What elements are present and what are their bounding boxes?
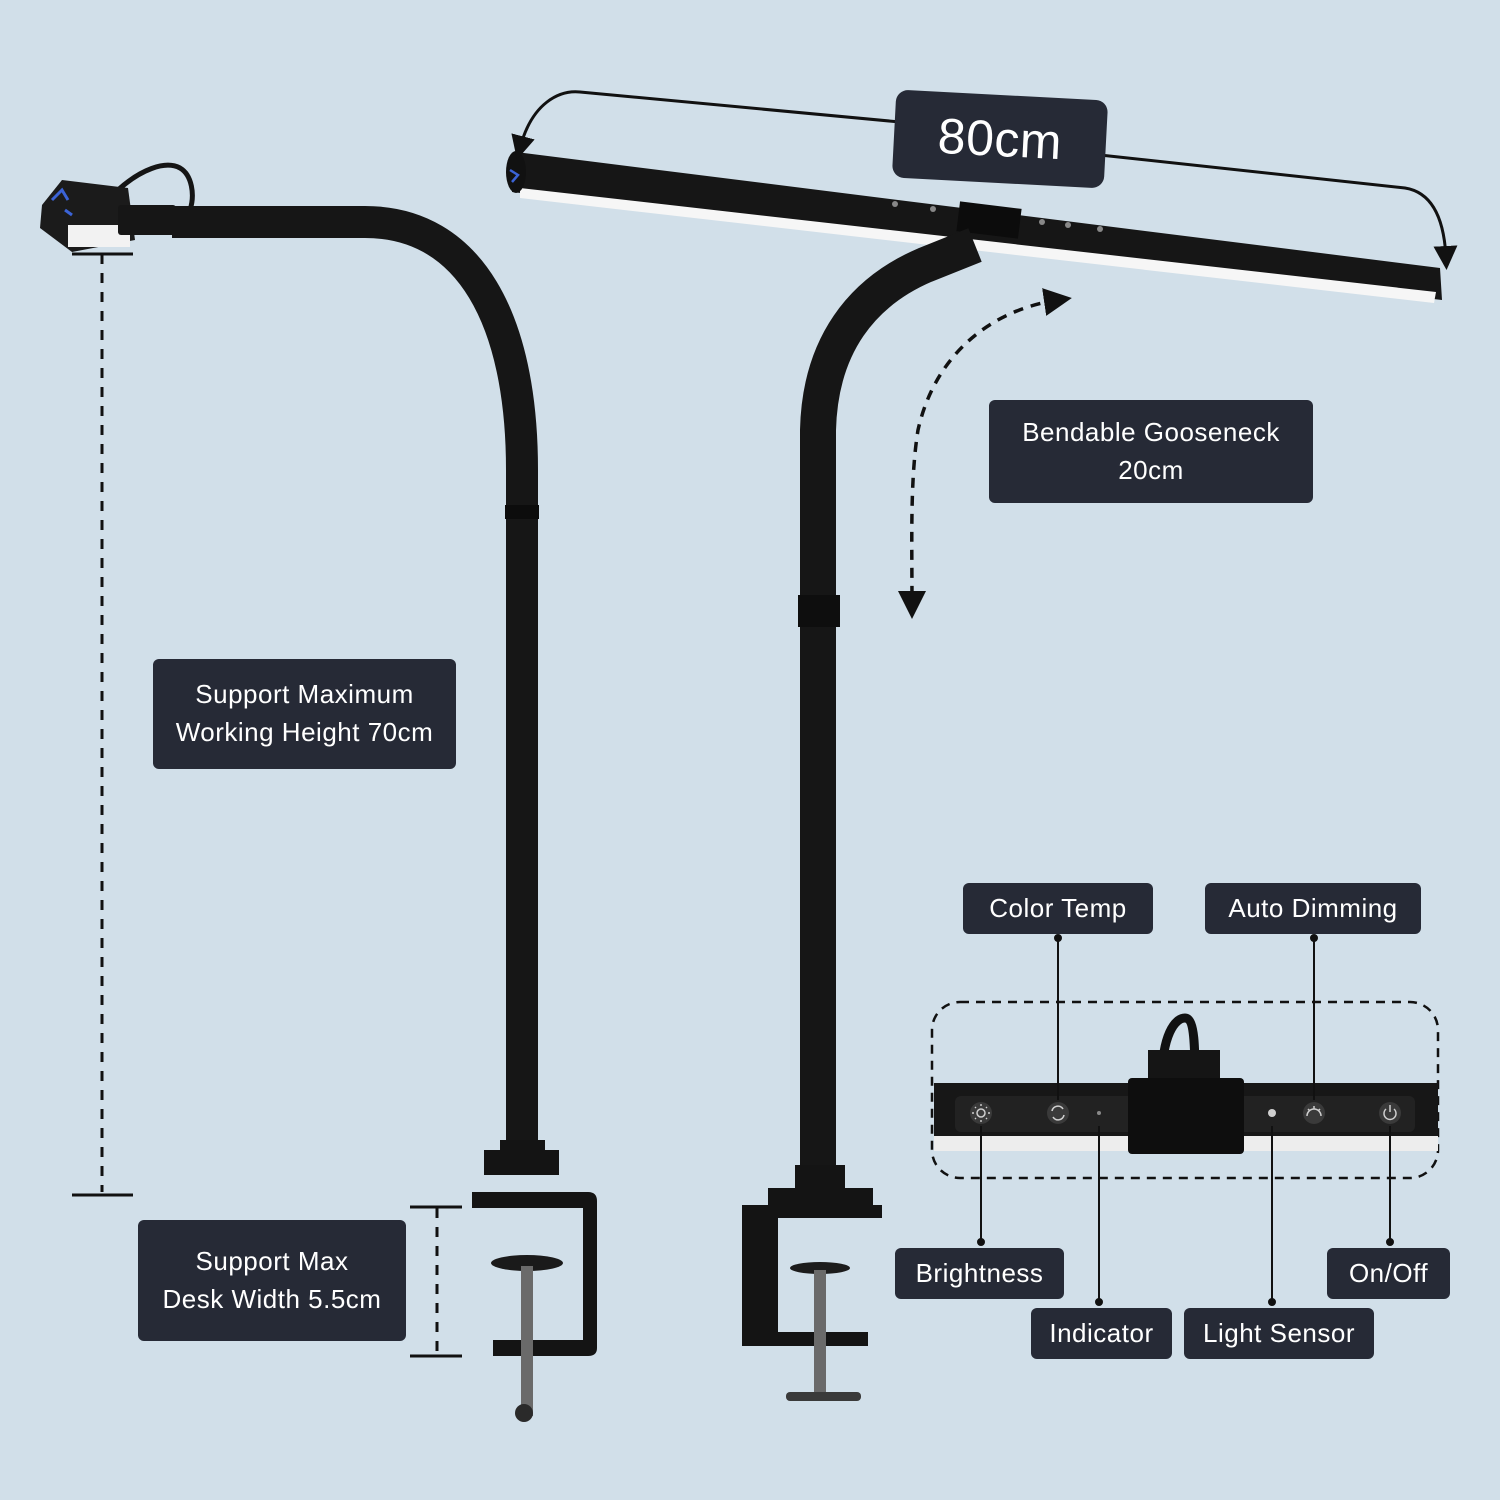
desk-width-label: Support Max Desk Width 5.5cm — [138, 1220, 406, 1341]
auto-dimming-icon[interactable] — [1303, 1102, 1325, 1124]
length-arrow-left — [511, 90, 901, 160]
color-temp-icon[interactable] — [1047, 1102, 1069, 1124]
gooseneck-label-line2: 20cm — [1118, 454, 1184, 485]
power-cable — [116, 162, 195, 211]
height-label-line1: Support Maximum — [195, 679, 414, 710]
leader-lines — [977, 934, 1394, 1306]
side-view-lamp — [40, 162, 597, 1422]
blue-accent-icon — [50, 187, 73, 217]
length-arrow-right — [1099, 153, 1458, 270]
auto-dimming-label-text: Auto Dimming — [1228, 892, 1398, 923]
front-view-lamp — [506, 151, 1442, 1401]
desk-width-label-line1: Support Max — [195, 1245, 349, 1276]
gooseneck-label: Bendable Gooseneck 20cm — [989, 400, 1313, 503]
indicator-dot-icon — [1097, 1111, 1101, 1115]
gooseneck-arm-side — [172, 206, 538, 1160]
on-off-label: On/Off — [1327, 1248, 1450, 1299]
indicator-label-text: Indicator — [1049, 1317, 1154, 1348]
light-sensor-label: Light Sensor — [1184, 1308, 1374, 1359]
blue-accent-icon — [509, 168, 520, 183]
brightness-icon[interactable] — [970, 1102, 992, 1124]
desk-width-label-line2: Desk Width 5.5cm — [162, 1283, 382, 1314]
bend-arrow — [897, 288, 1072, 619]
brightness-label: Brightness — [895, 1248, 1064, 1299]
height-label-line2: Working Height 70cm — [175, 717, 434, 747]
gooseneck-label-line1: Bendable Gooseneck — [1022, 416, 1280, 447]
desk-clamp-side — [472, 1140, 597, 1422]
light-bar — [506, 151, 1442, 303]
light-sensor-dot-icon — [1268, 1109, 1276, 1117]
length-label-text: 80cm — [936, 107, 1064, 170]
power-icon[interactable] — [1379, 1102, 1401, 1124]
gooseneck-arm-front — [800, 228, 982, 1170]
brightness-label-text: Brightness — [915, 1257, 1044, 1288]
light-sensor-label-text: Light Sensor — [1203, 1317, 1355, 1348]
desk-clamp-front — [742, 1165, 882, 1401]
color-temp-label: Color Temp — [963, 883, 1153, 934]
indicator-label: Indicator — [1031, 1308, 1172, 1359]
color-temp-label-text: Color Temp — [989, 892, 1127, 923]
on-off-label-text: On/Off — [1348, 1257, 1429, 1288]
auto-dimming-label: Auto Dimming — [1205, 883, 1421, 934]
height-label: Support Maximum Working Height 70cm — [153, 659, 456, 769]
length-label: 80cm — [891, 89, 1109, 189]
control-panel-detail — [930, 934, 1440, 1306]
lamp-head-side — [40, 180, 176, 252]
